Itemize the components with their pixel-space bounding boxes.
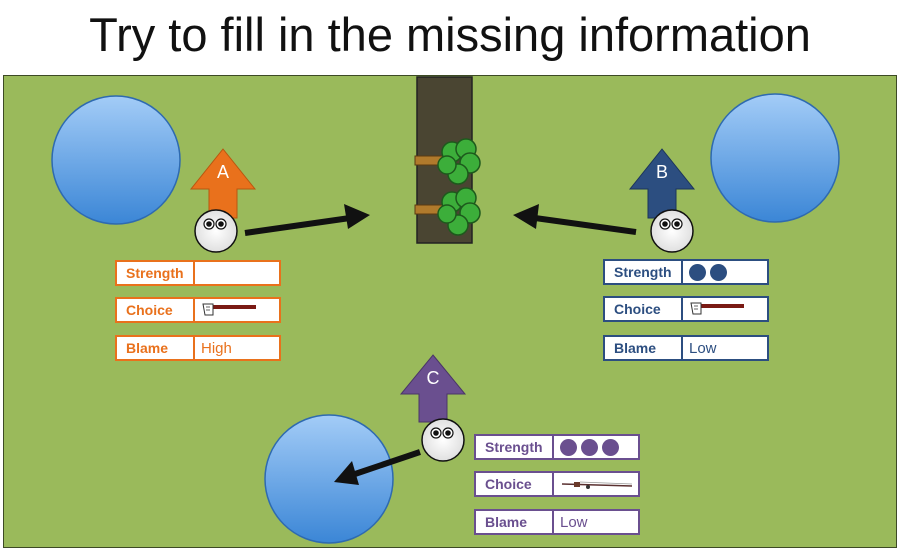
agent-b-strength-row: Strength — [603, 259, 769, 285]
svg-text:A: A — [217, 162, 229, 182]
agent-c-choice-row: Choice — [474, 471, 640, 497]
choice-label: Choice — [605, 298, 683, 320]
agent-b-arrow-icon: B — [628, 148, 696, 219]
strength-label: Strength — [476, 436, 554, 458]
tree-icon — [414, 76, 481, 244]
goal-circle-a — [51, 95, 181, 225]
agent-a-face — [194, 209, 238, 253]
agent-b-motion-arrow-icon — [513, 204, 637, 235]
agent-a-arrow-icon: A — [189, 148, 257, 219]
agent-c-motion-arrow-icon — [334, 449, 421, 485]
agent-b-choice-row: Choice — [603, 296, 769, 322]
agent-b-face — [650, 209, 694, 253]
page-title: Try to fill in the missing information — [89, 8, 811, 61]
agent-a-blame-row: Blame High — [115, 335, 281, 361]
agent-a-motion-arrow-icon — [244, 204, 370, 236]
strength-dots — [683, 261, 767, 283]
agent-c-arrow-icon: C — [399, 354, 467, 423]
agent-c-face — [421, 418, 465, 462]
strength-value-empty[interactable] — [195, 262, 279, 284]
blame-value: High — [201, 339, 232, 357]
fishing-rod-icon — [554, 473, 638, 495]
blame-label: Blame — [117, 337, 195, 359]
blame-label: Blame — [605, 337, 683, 359]
strength-dot — [602, 438, 619, 456]
agent-b-blame-row: Blame Low — [603, 335, 769, 361]
blame-value: Low — [560, 513, 588, 531]
agent-a-strength-row: Strength — [115, 260, 281, 286]
blame-label: Blame — [476, 511, 554, 533]
agent-c-strength-row: Strength — [474, 434, 640, 460]
agent-a-choice-row: Choice — [115, 297, 281, 323]
strength-label: Strength — [117, 262, 195, 284]
axe-icon — [195, 299, 279, 321]
agent-c-blame-row: Blame Low — [474, 509, 640, 535]
choice-label: Choice — [117, 299, 195, 321]
goal-circle-b — [710, 93, 840, 223]
goal-circle-c — [264, 414, 394, 544]
choice-label: Choice — [476, 473, 554, 495]
strength-dots — [554, 436, 638, 458]
blame-value: Low — [689, 339, 717, 357]
strength-dot — [581, 438, 598, 456]
axe-icon — [683, 298, 767, 320]
svg-text:C: C — [427, 368, 440, 388]
strength-dot — [560, 438, 577, 456]
svg-text:B: B — [656, 162, 668, 182]
strength-label: Strength — [605, 261, 683, 283]
strength-dot — [689, 263, 706, 281]
strength-dot — [710, 263, 727, 281]
